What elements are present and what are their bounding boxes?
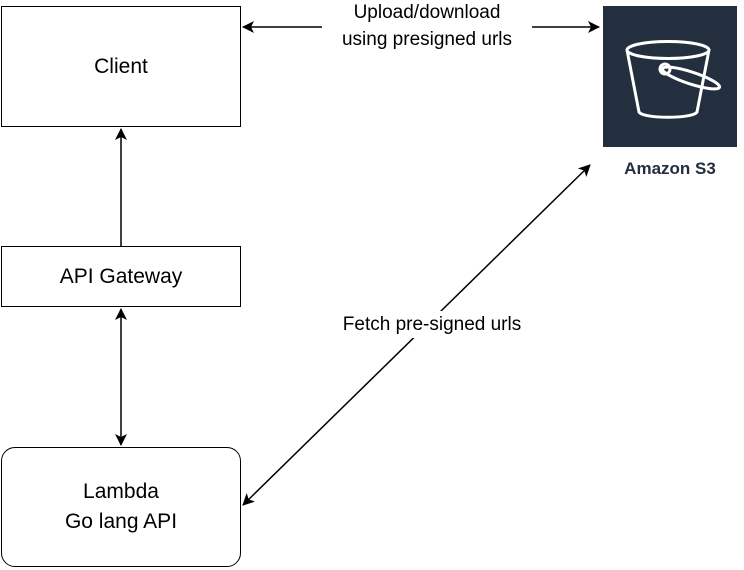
client-label: Client (94, 54, 148, 78)
lambda-label-line2: Go lang API (64, 510, 178, 533)
fetch-urls-label: Fetch pre-signed urls (322, 311, 542, 338)
upload-download-label: Upload/download using presigned urls (322, 0, 532, 53)
amazon-s3-node[interactable] (603, 6, 737, 147)
bucket-icon (625, 40, 722, 119)
client-node[interactable]: Client (1, 6, 241, 127)
lambda-node[interactable]: Lambda Go lang API (1, 447, 241, 567)
amazon-s3-label: Amazon S3 (624, 159, 716, 178)
upload-label-line1: Upload/download (353, 2, 501, 23)
lambda-label-line1: Lambda (83, 480, 159, 503)
upload-label-line2: using presigned urls (341, 29, 513, 50)
api-gateway-label: API Gateway (59, 264, 183, 288)
api-gateway-node[interactable]: API Gateway (1, 246, 241, 307)
